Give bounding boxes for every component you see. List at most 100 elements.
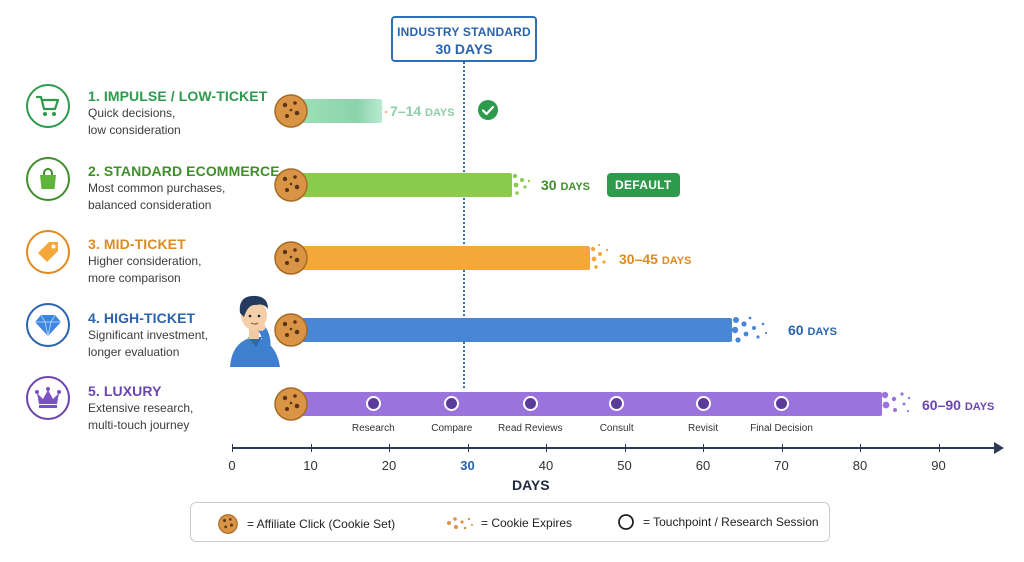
tier-3-duration-label: 30–45 DAYS <box>619 251 691 267</box>
cookie-icon <box>274 387 308 421</box>
tier-5-text: 5. LUXURY Extensive research, multi-touc… <box>88 383 193 433</box>
price-tag-icon <box>26 230 70 274</box>
x-axis-tick <box>860 444 861 452</box>
tier-3-desc-line1: Higher consideration, <box>88 254 202 268</box>
tier-3-title: 3. MID-TICKET <box>88 236 186 252</box>
tier-1-duration-value: 7–14 <box>390 103 422 119</box>
shopping-cart-icon <box>26 84 70 128</box>
tier-2-desc-line2: balanced consideration <box>88 198 212 212</box>
x-axis-tick <box>938 444 940 452</box>
x-axis-tick-label: 10 <box>303 458 318 473</box>
thinking-person-illustration <box>224 287 290 372</box>
tier-5-title: 5. LUXURY <box>88 383 162 399</box>
industry-standard-label: INDUSTRY STANDARD <box>397 25 531 39</box>
cookie-icon <box>274 168 308 202</box>
x-axis-tick <box>389 444 390 452</box>
x-axis-tick-label: 20 <box>381 458 397 473</box>
tier-5-desc-line1: Extensive research, <box>88 401 194 415</box>
x-axis-tick <box>467 444 469 452</box>
tier-2-duration-label: 30 DAYS <box>541 177 590 193</box>
x-axis-tick-label: 70 <box>774 458 789 473</box>
x-axis-line <box>232 447 996 449</box>
cookie-icon <box>274 94 308 128</box>
tier-5-duration-value: 60–90 <box>922 397 961 413</box>
industry-standard-line <box>463 62 465 388</box>
tier-3-text: 3. MID-TICKET Higher consideration, more… <box>88 236 201 286</box>
tier-1-desc-line1: Quick decisions, <box>88 106 176 120</box>
x-axis-tick-label: 90 <box>931 458 946 473</box>
tier-4-duration-value: 60 <box>788 322 804 338</box>
default-badge: DEFAULT <box>607 173 680 197</box>
tier-1-duration-label: 7–14 DAYS <box>390 103 455 119</box>
tier-3-duration-unit: DAYS <box>661 255 692 267</box>
tier-1-title: 1. IMPULSE / LOW-TICKET <box>88 88 268 104</box>
touchpoint-label: Consult <box>599 423 634 434</box>
tier-2-title: 2. STANDARD ECOMMERCE <box>88 163 280 179</box>
crown-icon <box>26 376 70 420</box>
touchpoint-label: Compare <box>431 423 473 434</box>
legend-item-click: = Affiliate Click (Cookie Set) <box>217 513 395 535</box>
tier-4-text: 4. HIGH-TICKET Significant investment, l… <box>88 310 208 360</box>
x-axis-tick-label: 50 <box>617 458 632 473</box>
x-axis-tick <box>781 444 783 452</box>
touchpoint-label: Revisit <box>687 423 719 434</box>
tier-4-duration-unit: DAYS <box>807 326 838 338</box>
legend-click-label: = Affiliate Click (Cookie Set) <box>247 517 396 531</box>
tier-2-desc-line1: Most common purchases, <box>88 181 226 195</box>
x-axis-arrow-icon <box>994 442 1004 454</box>
x-axis-tick <box>703 444 704 452</box>
tier-4-desc-line2: longer evaluation <box>88 345 180 359</box>
touchpoint-marker <box>695 396 711 411</box>
tier-5-duration-label: 60–90 DAYS <box>922 397 994 413</box>
tier-3-cookie-crumbs <box>588 242 612 279</box>
tier-1-duration-unit: DAYS <box>425 107 455 119</box>
tier-3-duration-bar <box>296 246 590 270</box>
legend-touchpoint-label: = Touchpoint / Research Session <box>643 515 819 529</box>
industry-standard-marker: INDUSTRY STANDARD 30 DAYS <box>391 16 537 62</box>
touchpoint-marker <box>609 396 625 411</box>
tier-5-cookie-crumbs <box>878 386 914 425</box>
x-axis-title: DAYS <box>512 477 550 493</box>
tier-4-desc-line1: Significant investment, <box>88 328 209 342</box>
diamond-icon <box>26 303 70 347</box>
touchpoint-icon <box>618 514 634 530</box>
cookie-icon <box>274 313 308 347</box>
tier-1-text: 1. IMPULSE / LOW-TICKET Quick decisions,… <box>88 88 267 138</box>
legend-item-expires: = Cookie Expires <box>445 513 572 533</box>
touchpoint-label: Final Decision <box>750 423 813 434</box>
tier-2-duration-bar <box>296 173 512 197</box>
tier-4-duration-bar <box>296 318 732 342</box>
tier-4-duration-label: 60 DAYS <box>788 322 837 338</box>
shopping-bag-icon <box>26 157 70 201</box>
tier-1-duration-bar <box>296 99 382 123</box>
touchpoint-marker <box>444 396 460 411</box>
tier-5-duration-bar <box>296 392 882 416</box>
x-axis-tick-label: 80 <box>852 458 868 473</box>
tier-2-duration-unit: DAYS <box>560 181 591 193</box>
x-axis-tick-label: 30 <box>460 458 475 473</box>
check-icon <box>477 99 499 126</box>
legend: = Affiliate Click (Cookie Set) = Cookie … <box>190 502 830 542</box>
tier-3-desc-line2: more comparison <box>88 271 181 285</box>
x-axis-tick-label: 0 <box>228 458 236 473</box>
cookie-icon <box>218 514 238 534</box>
tier-2-text: 2. STANDARD ECOMMERCE Most common purcha… <box>88 163 280 213</box>
cookie-icon <box>274 241 308 275</box>
tier-2-duration-value: 30 <box>541 177 557 193</box>
touchpoint-label: Read Reviews <box>498 423 563 434</box>
x-axis-tick <box>310 444 312 452</box>
industry-standard-days: 30 DAYS <box>435 41 493 57</box>
tier-5-desc-line2: multi-touch journey <box>88 418 190 432</box>
touchpoint-label: Research <box>351 423 395 434</box>
tier-3-duration-value: 30–45 <box>619 251 658 267</box>
legend-item-touchpoint: = Touchpoint / Research Session <box>617 513 819 531</box>
tier-4-title: 4. HIGH-TICKET <box>88 310 196 326</box>
tier-1-desc-line2: low consideration <box>88 123 181 137</box>
touchpoint-marker <box>522 396 538 411</box>
x-axis-tick <box>624 444 626 452</box>
cookie-crumbs-icon <box>447 517 473 530</box>
x-axis-tick <box>546 444 547 452</box>
tier-2-cookie-crumbs <box>510 170 534 205</box>
x-axis-tick <box>232 444 233 452</box>
legend-expires-label: = Cookie Expires <box>481 516 573 530</box>
